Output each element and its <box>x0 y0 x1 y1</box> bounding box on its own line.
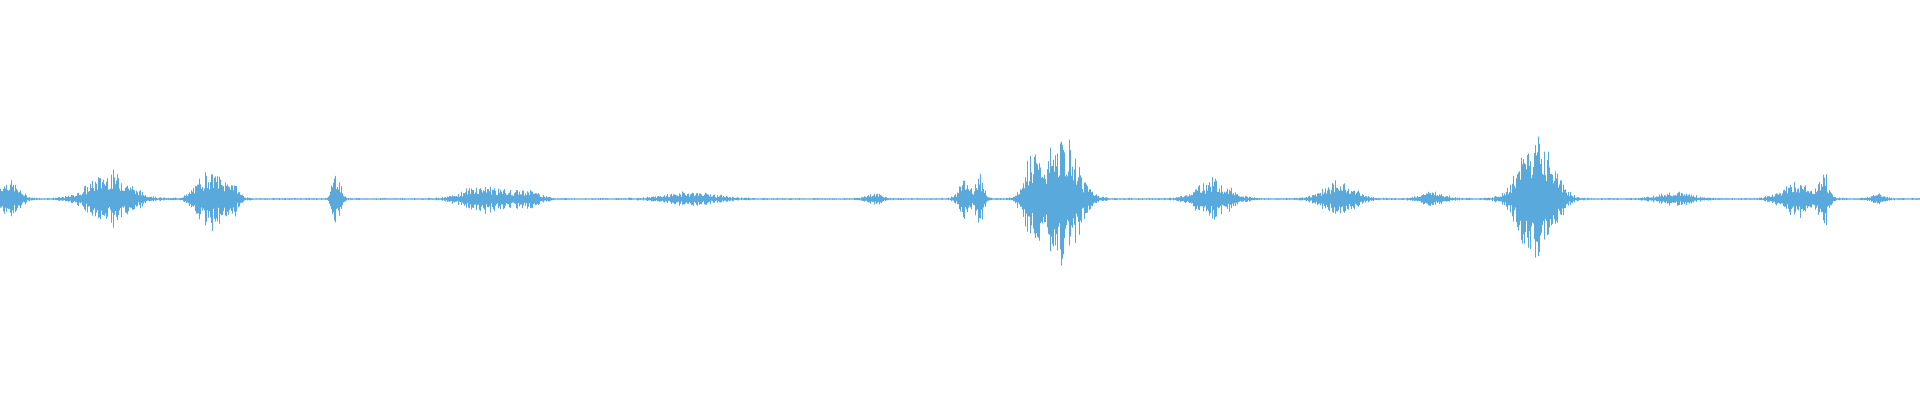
waveform-path <box>0 136 1920 266</box>
waveform-samples <box>0 136 1920 266</box>
